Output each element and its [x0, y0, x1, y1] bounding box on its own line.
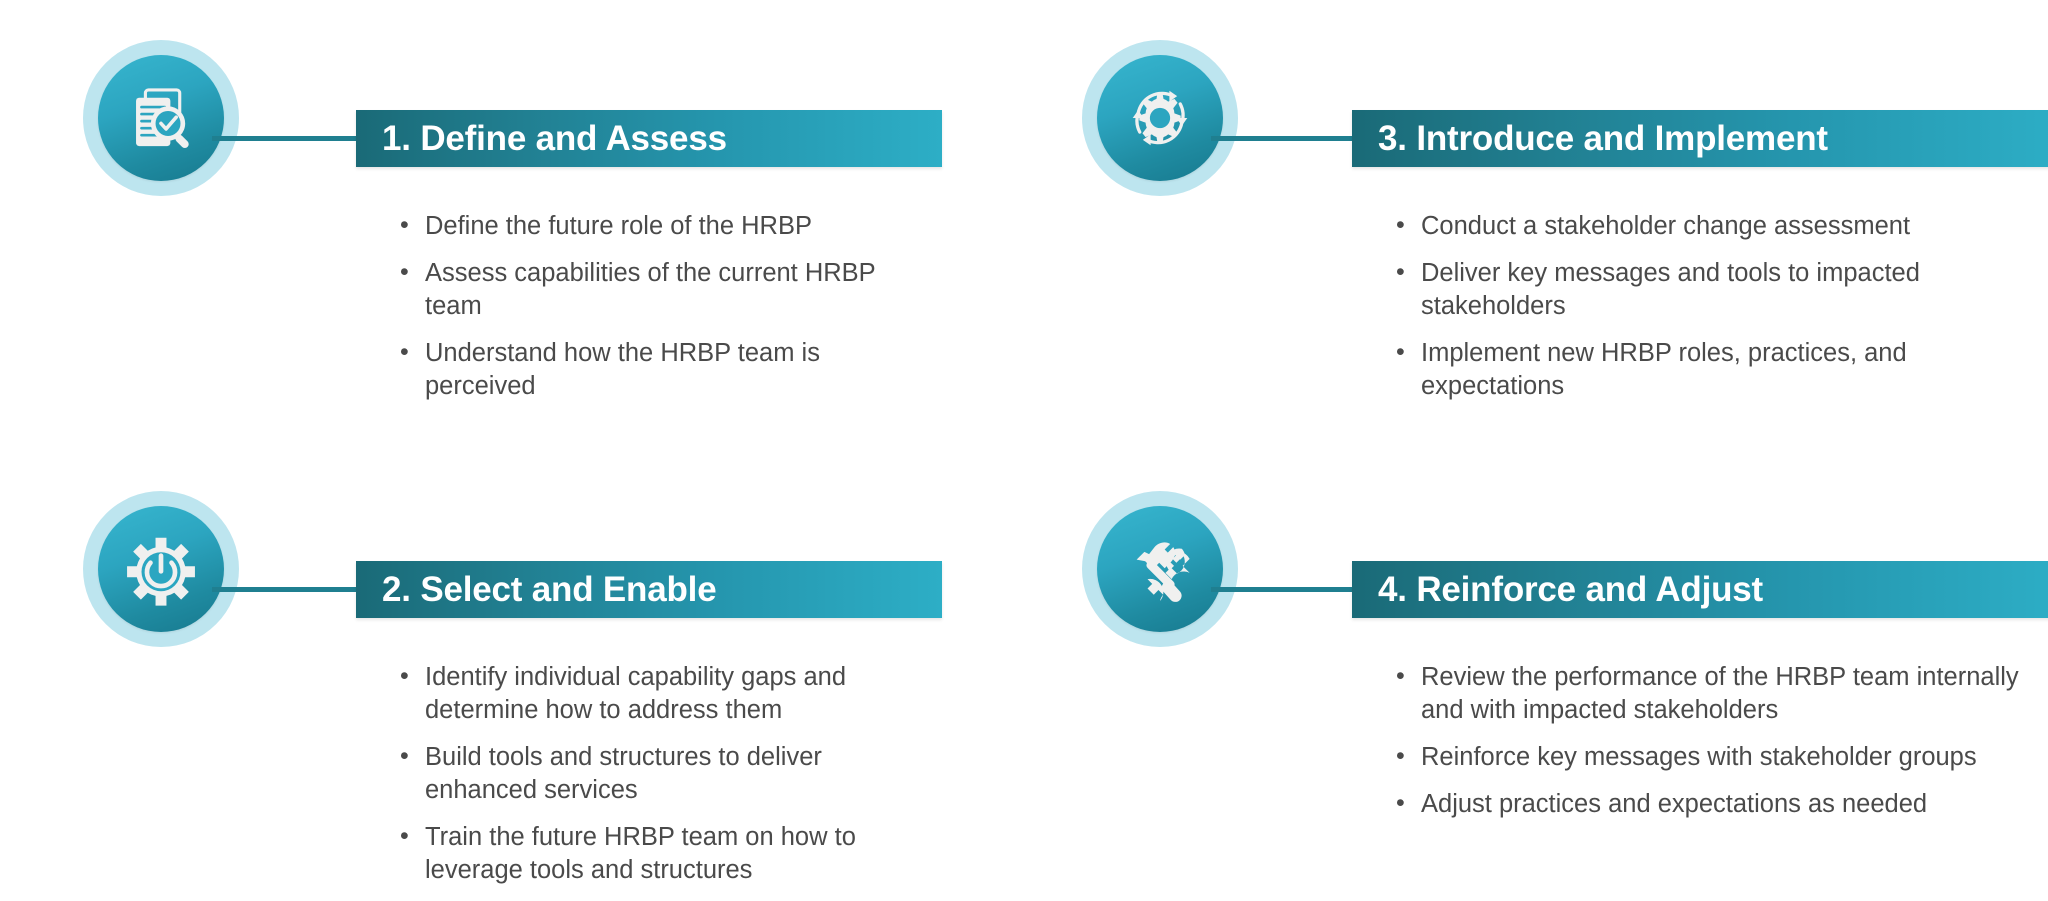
list-item: Reinforce key messages with stakeholder … — [1394, 740, 2048, 774]
gear-cycle-arrows-icon — [1132, 90, 1188, 146]
step-card-2: 2. Select and Enable Identify individual… — [0, 449, 1024, 898]
list-item: Assess capabilities of the current HRBP … — [398, 256, 928, 323]
step-4-badge-core — [1097, 506, 1223, 632]
list-item: Deliver key messages and tools to impact… — [1394, 256, 2034, 323]
step-2-badge-core — [98, 506, 224, 632]
step-4-bullet-list: Review the performance of the HRBP team … — [1394, 660, 2048, 835]
step-3-title-bar: 3. Introduce and Implement — [1352, 110, 2048, 167]
step-4-title-bar: 4. Reinforce and Adjust — [1352, 561, 2048, 618]
step-4-connector — [1211, 587, 1355, 592]
step-1-bullet-list: Define the future role of the HRBP Asses… — [398, 209, 928, 417]
list-item: Implement new HRBP roles, practices, and… — [1394, 336, 2034, 403]
list-item: Review the performance of the HRBP team … — [1394, 660, 2048, 727]
list-item: Define the future role of the HRBP — [398, 209, 928, 243]
list-item: Conduct a stakeholder change assessment — [1394, 209, 2034, 243]
document-magnifier-check-icon — [136, 88, 189, 149]
step-2-badge — [83, 491, 239, 647]
step-4-badge — [1082, 491, 1238, 647]
step-3-badge-core — [1097, 55, 1223, 181]
step-card-1: 1. Define and Assess Define the future r… — [0, 0, 1024, 449]
step-3-badge — [1082, 40, 1238, 196]
step-1-badge-core — [98, 55, 224, 181]
list-item: Identify individual capability gaps and … — [398, 660, 928, 727]
step-card-4: 4. Reinforce and Adjust Review the perfo… — [1024, 449, 2048, 898]
step-4-title: 4. Reinforce and Adjust — [1378, 569, 1763, 609]
step-1-badge — [83, 40, 239, 196]
list-item: Understand how the HRBP team is perceive… — [398, 336, 928, 403]
step-2-bullet-list: Identify individual capability gaps and … — [398, 660, 928, 901]
step-3-bullet-list: Conduct a stakeholder change assessment … — [1394, 209, 2034, 417]
step-2-title: 2. Select and Enable — [382, 569, 717, 609]
step-1-connector — [212, 136, 362, 141]
hammer-wrench-icon — [1136, 542, 1190, 602]
list-item: Train the future HRBP team on how to lev… — [398, 820, 928, 887]
gear-power-icon — [127, 537, 195, 606]
step-2-title-bar: 2. Select and Enable — [356, 561, 942, 618]
step-3-title: 3. Introduce and Implement — [1378, 118, 1828, 158]
step-card-3: 3. Introduce and Implement Conduct a sta… — [1024, 0, 2048, 449]
step-1-title-bar: 1. Define and Assess — [356, 110, 942, 167]
list-item: Adjust practices and expectations as nee… — [1394, 787, 2048, 821]
list-item: Build tools and structures to deliver en… — [398, 740, 928, 807]
step-1-title: 1. Define and Assess — [382, 118, 727, 158]
step-3-connector — [1211, 136, 1355, 141]
step-2-connector — [212, 587, 362, 592]
